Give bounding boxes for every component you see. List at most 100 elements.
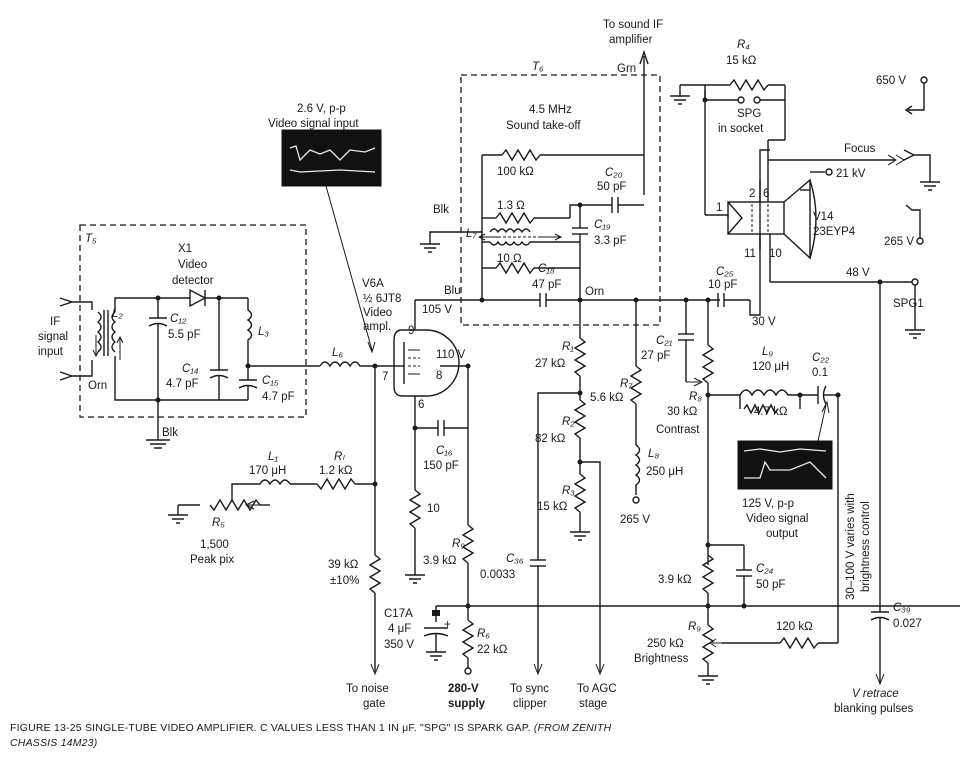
- label-c17a-1: C17A: [384, 608, 413, 620]
- label-if-in-2: signal: [38, 331, 68, 343]
- label-c16: C₁₆: [436, 445, 453, 457]
- spark-gap-network: [670, 78, 786, 160]
- label-l3: L₃: [258, 326, 269, 338]
- label-l9: L₉: [762, 346, 773, 358]
- label-265v-bottom: 265 V: [620, 514, 650, 526]
- retrace-circuit: [870, 282, 890, 686]
- label-r9: R₉: [452, 538, 465, 550]
- label-r5-value: 1,500: [200, 539, 229, 551]
- label-brightness-range-1: 30–100 V varies with: [845, 493, 857, 600]
- label-noise-gate-2: gate: [363, 698, 385, 710]
- label-r3: R₃: [562, 485, 575, 497]
- label-265v-right: 265 V: [884, 236, 914, 248]
- label-c12-value: 5.5 pF: [168, 329, 201, 341]
- label-r9-bright-value: 250 kΩ: [647, 638, 684, 650]
- label-spg1: SPG1: [893, 298, 924, 310]
- label-c22-value: 0.1: [812, 367, 828, 379]
- label-105v: 105 V: [422, 304, 452, 316]
- label-r6: R₆: [477, 628, 490, 640]
- label-x1-1: X1: [178, 243, 192, 255]
- label-crt-pin-1: 1: [716, 202, 722, 214]
- label-contrast: Contrast: [656, 424, 700, 436]
- label-c14-value: 4.7 pF: [166, 378, 199, 390]
- label-c22: C₂₂: [812, 352, 830, 364]
- label-crt-pin-10: 10: [769, 248, 782, 260]
- label-650v: 650 V: [876, 75, 906, 87]
- tube-v6a: [392, 300, 468, 428]
- input-scope: [281, 129, 382, 354]
- label-take-off-2: Sound take-off: [506, 120, 581, 132]
- brightness-network: [698, 606, 838, 685]
- label-sound-if-2: amplifier: [609, 34, 653, 46]
- right-supplies: [903, 76, 940, 339]
- label-rl-value: 1.2 kΩ: [319, 465, 353, 477]
- label-pin-8: 8: [436, 370, 442, 382]
- label-crt-pin-2: 2: [749, 188, 755, 200]
- label-r1-value: 27 kΩ: [535, 358, 566, 370]
- label-spg-1: SPG: [737, 108, 761, 120]
- if-input-section: [59, 288, 320, 449]
- label-r39k-1: 39 kΩ: [328, 559, 359, 571]
- label-retrace-1: V retrace: [852, 688, 899, 700]
- label-c39: C₃₉: [893, 602, 911, 614]
- label-sig-in-2: Video signal input: [268, 118, 359, 130]
- label-r5: R₅: [212, 517, 225, 529]
- label-if-in-1: IF: [50, 316, 60, 328]
- label-c17a-3: 350 V: [384, 639, 414, 651]
- label-spg-2: in socket: [718, 123, 764, 135]
- label-r1: R₁: [562, 341, 574, 353]
- svg-text:+: +: [444, 619, 451, 631]
- label-c24: C₂₄: [756, 563, 774, 575]
- label-l7: L₇: [466, 228, 477, 240]
- label-r7: R₇: [620, 378, 633, 390]
- label-blu: Blu: [444, 285, 461, 297]
- output-load: [701, 542, 752, 609]
- label-c36: C₃₆: [506, 553, 524, 565]
- crt-v14: [704, 90, 919, 286]
- label-pin-9: 9: [408, 325, 414, 337]
- label-x1-3: detector: [172, 275, 214, 287]
- label-c21-value: 27 pF: [641, 350, 670, 362]
- label-c39-value: 0.027: [893, 618, 922, 630]
- label-l2: L₂: [112, 308, 123, 320]
- label-10: 10: [427, 503, 440, 515]
- label-10-ohm: 10 Ω: [497, 253, 522, 265]
- grid-circuit: [168, 361, 392, 676]
- label-grn: Grn: [617, 63, 636, 75]
- label-sig-out-2: Video signal: [746, 513, 808, 525]
- screen-circuit: [461, 363, 475, 675]
- label-c12: C₁₂: [170, 313, 187, 325]
- divider-chain: [530, 300, 605, 676]
- output-scope: [737, 400, 833, 490]
- output-network: [678, 149, 841, 643]
- label-blk: Blk: [433, 204, 449, 216]
- r7-l8-branch: [629, 300, 643, 504]
- label-l8-value: 250 μH: [646, 466, 683, 478]
- label-if-in-3: input: [38, 346, 64, 358]
- label-r8: R₈: [689, 391, 702, 403]
- figure-caption: FIGURE 13-25 SINGLE-TUBE VIDEO AMPLIFIER…: [10, 721, 630, 751]
- label-l1: L₁: [268, 451, 278, 463]
- label-r3-value: 15 kΩ: [537, 501, 568, 513]
- label-l8: L₈: [648, 448, 659, 460]
- label-agc-2: stage: [579, 698, 607, 710]
- label-r7-value: 5.6 kΩ: [590, 392, 624, 404]
- label-sound-if-1: To sound IF: [603, 19, 663, 31]
- label-brightness: Brightness: [634, 653, 689, 665]
- label-120k: 120 kΩ: [776, 621, 813, 633]
- label-r9-value: 3.9 kΩ: [423, 555, 457, 567]
- sound-takeoff-section: [420, 49, 649, 300]
- label-c25-value: 10 pF: [708, 279, 737, 291]
- label-r2-value: 82 kΩ: [535, 433, 566, 445]
- label-r4-value: 15 kΩ: [726, 55, 757, 67]
- label-v6a-2: ½ 6JT8: [363, 293, 401, 305]
- label-c21: C₂₁: [656, 335, 673, 347]
- label-c15: C₁₅: [262, 375, 279, 387]
- c17a-capacitor: +: [423, 605, 960, 661]
- label-sync-2: clipper: [513, 698, 547, 710]
- label-r100k: 100 kΩ: [497, 166, 534, 178]
- label-c36-value: 0.0033: [480, 569, 515, 581]
- caption-main: FIGURE 13-25 SINGLE-TUBE VIDEO AMPLIFIER…: [10, 722, 531, 734]
- label-v14-2: 23EYP4: [813, 226, 856, 238]
- label-retrace-2: blanking pulses: [834, 703, 914, 715]
